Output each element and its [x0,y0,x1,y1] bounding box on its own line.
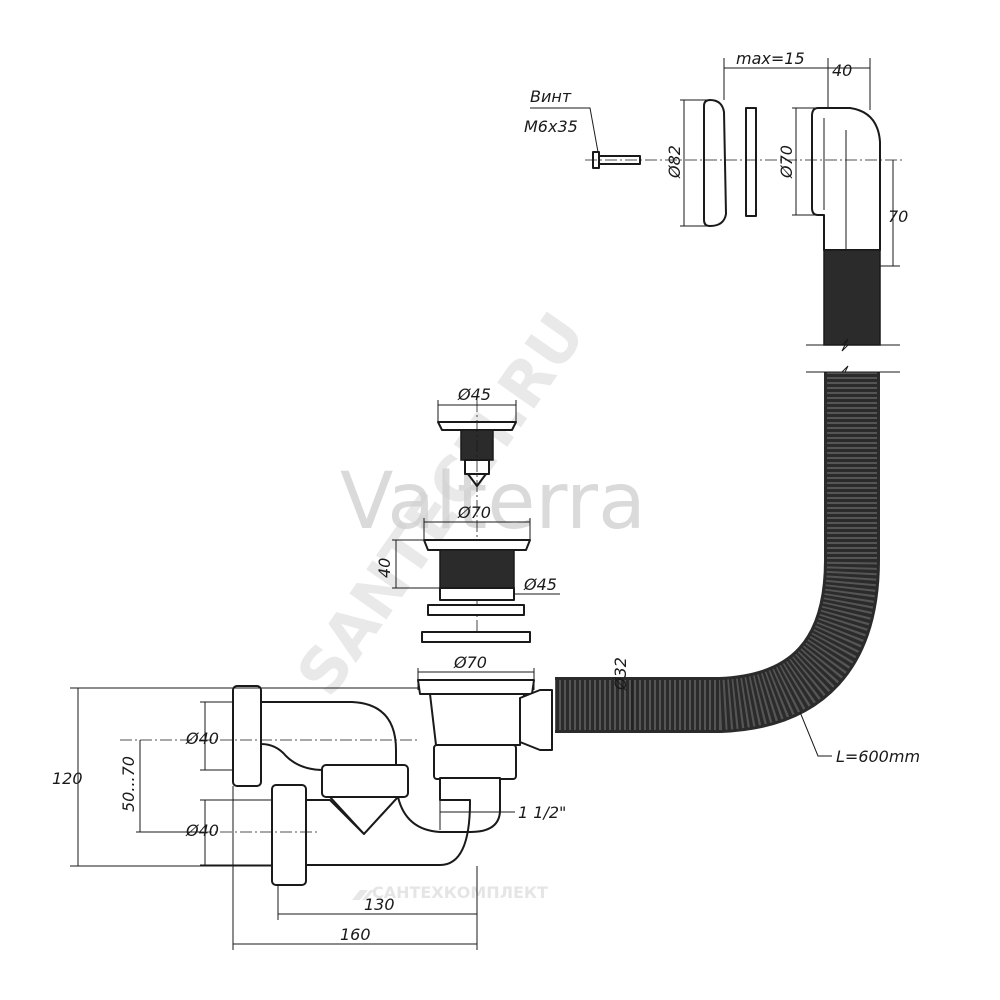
watermark-brand: Valterra [340,457,646,547]
label-d70-overflow: Ø70 [777,145,796,179]
label-screw-size: M6x35 [524,117,578,136]
label-d32: Ø32 [611,657,630,691]
label-d45-thread: Ø45 [523,575,557,594]
label-max15: max=15 [736,49,805,68]
label-d70-flange: Ø70 [457,503,491,522]
dimension-lines [70,58,900,950]
dimension-labels: Винт M6x35 max=15 40 Ø82 Ø70 70 Ø45 Ø70 … [52,49,920,944]
overflow-gasket [745,107,757,217]
label-d70-lower: Ø70 [453,653,487,672]
label-130: 130 [364,895,395,914]
drain-body [417,679,553,780]
siphon [120,685,501,886]
drain-washer [427,604,525,616]
label-d45-plug: Ø45 [457,385,491,404]
drain-flange [423,539,531,601]
label-d82: Ø82 [665,145,684,179]
label-40-top: 40 [832,61,852,80]
overflow-assembly [585,99,905,251]
label-40-height: 40 [375,558,394,578]
label-thread-size: 1 1/2" [518,803,566,822]
label-160: 160 [340,925,371,944]
corrugated-hose [555,249,900,733]
label-50-70: 50...70 [119,756,138,812]
label-hose-length: L=600mm [836,747,920,766]
label-d40-lower: Ø40 [185,821,219,840]
label-d40-upper: Ø40 [185,729,219,748]
overflow-cover [703,99,727,227]
label-70-overflow-height: 70 [888,207,908,226]
watermark-company: САНТЕХКОМПЛЕКТ [372,883,548,902]
label-120: 120 [52,769,83,788]
label-screw-name: Винт [530,87,572,106]
watermark-company-logo [352,890,374,900]
drain-gasket [421,631,531,643]
